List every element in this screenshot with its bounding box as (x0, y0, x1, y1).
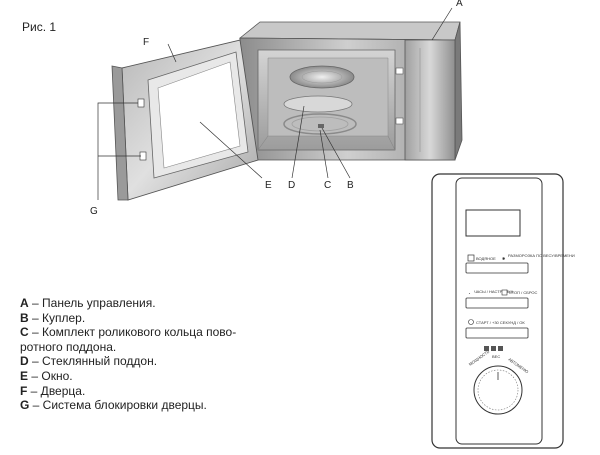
button-start[interactable] (465, 327, 529, 339)
legend-row-f: F – Дверца. (20, 383, 86, 398)
callout-b: B (347, 180, 354, 191)
door-edge (111, 65, 129, 201)
button-water-defrost[interactable] (465, 262, 529, 274)
legend-row-e: E – Окно. (20, 368, 73, 383)
callout-g: G (90, 206, 98, 217)
button-clock-stop[interactable] (465, 297, 529, 309)
callout-a: A (456, 0, 463, 9)
label-start: СТАРТ / +30 СЕКУНД / ОК (476, 320, 525, 325)
label-clock: ЧАСЫ / НАСТРОЙКА (474, 289, 514, 294)
start-icon (468, 319, 474, 325)
legend-row-b: B – Куплер. (20, 310, 86, 325)
label-stop: СТОП / СБРОС (509, 290, 538, 295)
oven-side (454, 21, 463, 161)
indicator-icon-2 (491, 346, 496, 351)
oven-top (238, 21, 461, 41)
legend-row-g: G – Система блокировки дверцы. (20, 398, 207, 413)
callout-lines (97, 7, 453, 200)
waveguide-cover (289, 65, 355, 89)
microwave-oven (238, 21, 463, 161)
legend: A – Панель управления. B – Куплер. C – К… (20, 296, 236, 413)
callout-d: D (288, 180, 295, 191)
water-icon (467, 254, 475, 262)
label-water: ВОДЯНОЕ (476, 256, 496, 261)
control-dial[interactable] (473, 365, 523, 415)
glass-tray (283, 95, 353, 113)
legend-row-c: C – Комплект роликового кольца пово- (20, 325, 237, 340)
legend-row-d: D – Стеклянный поддон. (20, 354, 158, 369)
panel-display (465, 209, 521, 237)
figure-caption: Рис. 1 (22, 20, 57, 34)
indicator-icon-3 (498, 346, 503, 351)
legend-row-a: A – Панель управления. (20, 296, 156, 310)
label-dial-weight: ВЕС (492, 354, 500, 359)
clock-icon: ◔ (468, 291, 471, 296)
callout-f: F (143, 37, 149, 48)
dial-knurl (477, 369, 519, 411)
door-window (157, 61, 241, 169)
oven-door (111, 39, 259, 201)
door-latch-upper (137, 98, 145, 108)
indicator-icon-1 (484, 346, 489, 351)
label-defrost: РАЗМОРОЗКА ПО ВЕСУ/ВРЕМЕНИ (508, 253, 575, 258)
roller-ring (283, 113, 357, 135)
coupler (318, 124, 324, 128)
oven-control-panel (404, 39, 456, 161)
callout-e: E (265, 180, 272, 191)
control-panel-detail: ВОДЯНОЕ ✱ РАЗМОРОЗКА ПО ВЕСУ/ВРЕМЕНИ ◔ Ч… (431, 173, 575, 449)
defrost-icon: ✱ (502, 256, 506, 261)
latch-hole-lower (395, 117, 404, 125)
legend-row-c-cont: ротного поддона. (20, 339, 117, 354)
callout-c: C (324, 180, 331, 191)
latch-hole-upper (395, 67, 404, 75)
stop-icon (501, 289, 508, 296)
